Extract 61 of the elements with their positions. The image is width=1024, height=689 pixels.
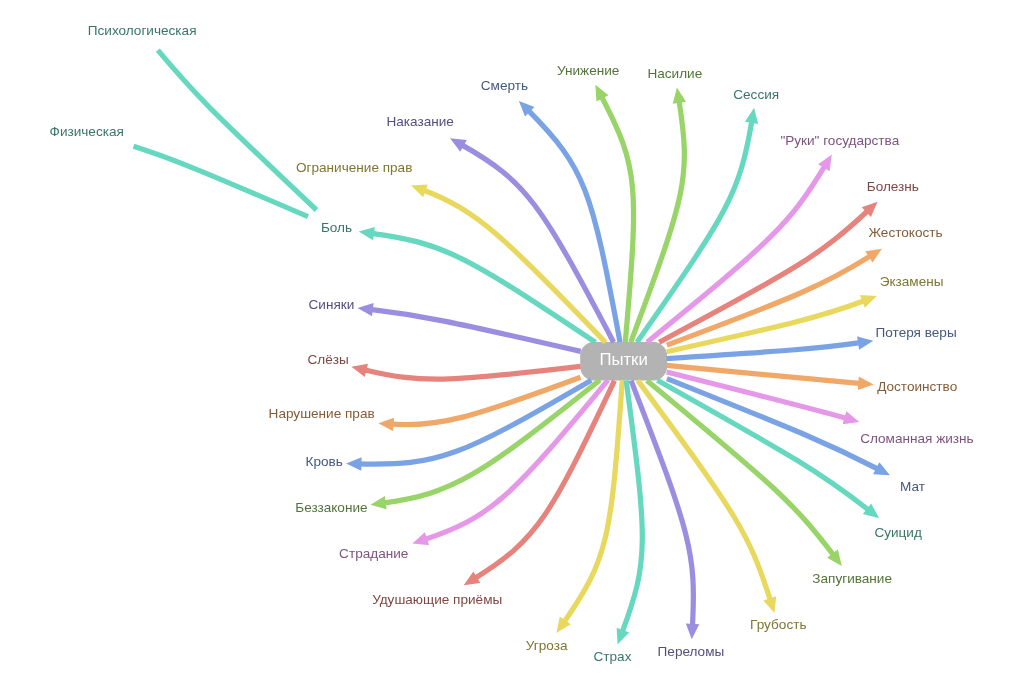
arrow [346, 377, 593, 471]
arrow [665, 248, 882, 348]
node-text: Кровь [305, 454, 343, 470]
arrow [556, 380, 625, 634]
arrow [358, 226, 597, 345]
arrow [666, 295, 877, 355]
arrow [412, 378, 610, 546]
node-text: Страдание [339, 546, 409, 562]
arrow [616, 380, 645, 645]
connector [132, 143, 309, 220]
arrow [518, 100, 623, 343]
node-text: "Руки" государства [780, 132, 900, 148]
node-text: Нарушение прав [268, 405, 375, 421]
node-text: Достоинство [877, 379, 958, 395]
node-text: Переломы [657, 643, 725, 659]
arrow [656, 377, 880, 519]
node-text: Ограничение прав [295, 160, 413, 176]
arrow [657, 201, 878, 345]
arrow [463, 379, 617, 586]
arrow [666, 362, 874, 390]
node-text: Болезнь [866, 178, 919, 194]
node-text: Экзамены [879, 273, 944, 289]
node-box: Пытки [580, 341, 667, 381]
arrow [628, 87, 687, 344]
node-text: Психологическая [87, 22, 197, 38]
node-text: Наказание [386, 113, 454, 129]
node-text: Жестокость [868, 224, 943, 240]
node-text: Сломанная жизнь [860, 430, 974, 446]
node-text: Страх [593, 649, 632, 665]
node-text: Сессия [733, 86, 780, 102]
arrow [357, 302, 582, 354]
arrow [666, 369, 860, 425]
node-text: Мат [900, 478, 926, 494]
arrow [378, 374, 582, 432]
node-text: Насилие [647, 66, 703, 82]
node-text: Потеря веры [875, 325, 957, 341]
node-text: Боль [320, 220, 353, 236]
arrow [628, 379, 700, 640]
arrow [370, 378, 602, 510]
arrow [635, 378, 777, 614]
arrow [450, 138, 616, 344]
node-text: Смерть [480, 78, 528, 94]
arrow [666, 376, 890, 476]
node-text: Слёзы [307, 352, 349, 368]
node-text: Физическая [49, 123, 124, 139]
arrow [634, 107, 759, 344]
connector [155, 48, 319, 212]
arrow [666, 336, 874, 362]
arrow [595, 84, 637, 343]
node-text: Удушающие приёмы [372, 592, 503, 608]
arrow [411, 184, 608, 345]
node-text: Грубость [750, 617, 807, 633]
arrow [645, 154, 832, 345]
node-text: Беззаконие [295, 500, 368, 516]
arrow [351, 363, 581, 382]
node-text: Унижение [556, 62, 620, 78]
node-text: Синяки [308, 296, 355, 312]
arrow [645, 378, 842, 566]
node-text: Запугивание [812, 571, 893, 587]
node-text: Суицид [874, 524, 922, 540]
node-text: Угроза [525, 638, 568, 654]
